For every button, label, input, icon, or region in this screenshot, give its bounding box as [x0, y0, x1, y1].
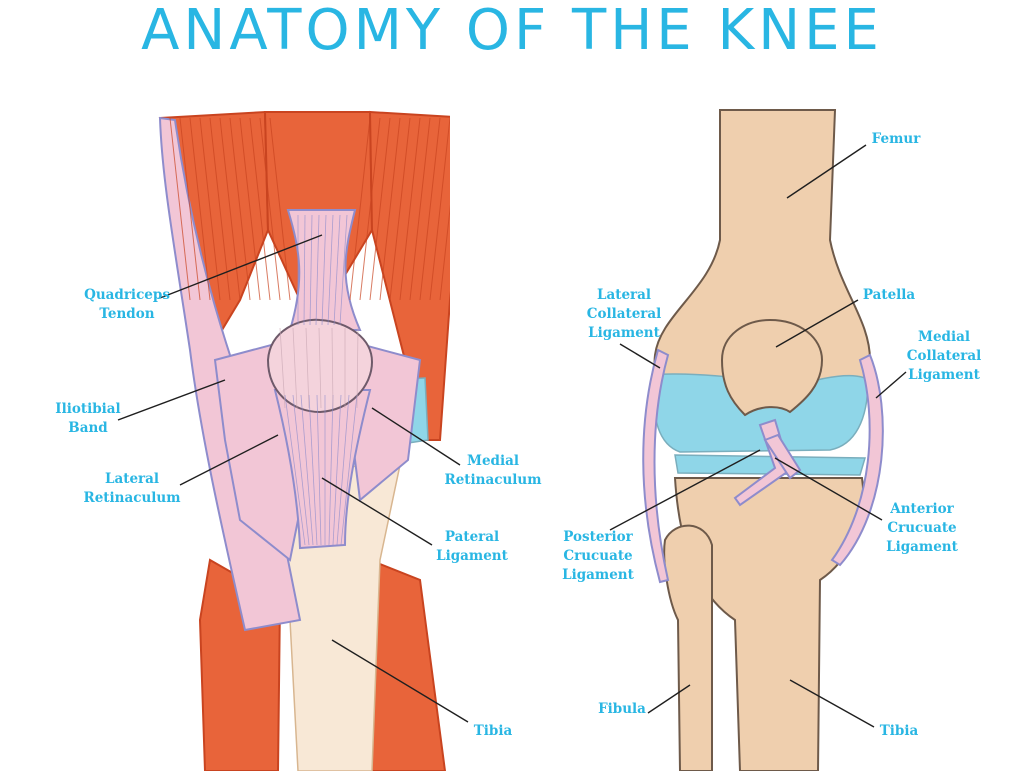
medial-collateral-ligament-shape: [830, 353, 884, 567]
label-medial-retinaculum: Medial Retinaculum: [444, 453, 542, 488]
vastus-medialis-muscle: [368, 110, 450, 441]
label-lateral-retinaculum: Lateral Retinaculum: [83, 471, 181, 506]
label-posterior-crucuate-ligament: Posterior Crucuate Ligament: [562, 529, 634, 583]
fibula-bone: [663, 524, 713, 771]
right-patella-shape: [720, 318, 824, 417]
left-knee-illustration: [158, 110, 450, 771]
muscle-and-ligament-fibers: [169, 117, 450, 546]
leader-anterior-crucuate-ligament: [774, 457, 883, 521]
gastrocnemius-muscle: [369, 558, 447, 771]
label-femur: Femur: [871, 131, 921, 147]
label-fibula: Fibula: [598, 701, 646, 717]
leader-medial-collateral-ligament: [875, 371, 907, 399]
leader-pateral-ligament: [321, 477, 433, 546]
leader-right-tibia: [789, 679, 875, 728]
leader-medial-retinaculum: [371, 407, 461, 466]
leader-lateral-retinaculum: [179, 434, 279, 486]
leader-iliotibial-band: [117, 379, 226, 421]
label-left-tibia: Tibia: [473, 723, 513, 739]
label-patella: Patella: [862, 287, 916, 303]
leader-posterior-crucuate-ligament: [609, 449, 761, 531]
lateral-collateral-ligament-shape: [642, 348, 670, 584]
label-lateral-collateral-ligament: Lateral Collateral Ligament: [586, 287, 662, 341]
leader-lines: [117, 144, 907, 728]
leader-fibula: [647, 684, 691, 714]
label-quadriceps-tendon: Quadriceps Tendon: [84, 287, 170, 322]
label-anterior-crucuate-ligament: Anterior Crucuate Ligament: [886, 501, 958, 555]
leader-patella: [775, 299, 859, 348]
leader-femur: [786, 144, 867, 199]
label-iliotibial-band: Iliotibial Band: [55, 401, 121, 436]
page-title: ANATOMY OF THE KNEE: [141, 0, 883, 63]
label-medial-collateral-ligament: Medial Collateral Ligament: [906, 329, 982, 383]
label-right-tibia: Tibia: [879, 723, 919, 739]
leader-lateral-collateral-ligament: [619, 343, 661, 369]
leader-quadriceps-tendon: [159, 234, 323, 299]
label-pateral-ligament: Pateral Ligament: [436, 529, 508, 564]
right-knee-illustration: [642, 109, 884, 771]
leader-left-tibia: [331, 639, 469, 723]
